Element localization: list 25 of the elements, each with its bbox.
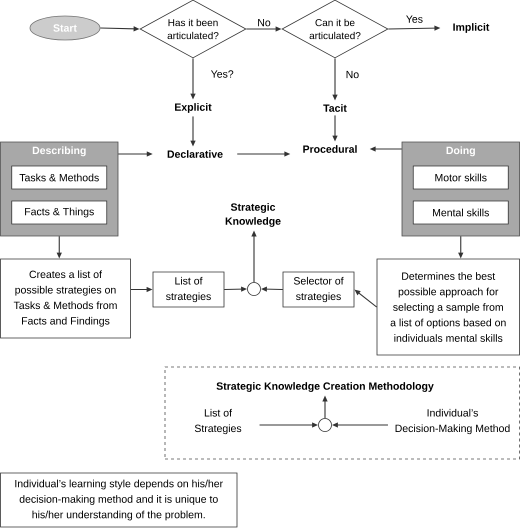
text-label: Declarative <box>168 150 223 158</box>
edge-label: No <box>344 69 361 80</box>
process-box: Tasks & Methods <box>11 166 108 190</box>
process-box: Motor skills <box>412 166 509 190</box>
process-box: Facts & Things <box>11 200 108 224</box>
text-label: Strategic Knowledge Creation Methodology <box>216 382 434 392</box>
edge-label: Yes <box>404 14 424 24</box>
text-label: Strategic Knowledge <box>226 203 281 227</box>
edge-label: No <box>256 17 272 28</box>
text-label: Explicit <box>175 103 212 113</box>
process-box: List of strategies <box>152 272 224 308</box>
edge-label: Yes? <box>209 68 236 80</box>
text-label: Individual’s Decision-Making Method <box>396 408 510 434</box>
dashed-frame <box>164 366 520 460</box>
junction-circle <box>318 418 332 432</box>
process-box: Individual’s learning style depends on his/her decision-making method and it is unique to his/her understanding of the problem. <box>0 472 238 528</box>
text-label: Procedural <box>303 145 357 153</box>
process-box: Mental skills <box>412 200 509 224</box>
junction-circle <box>247 282 261 296</box>
process-box: Determines the best possible approach for selecting a sample from a list of options based on individuals mental skills <box>376 258 520 356</box>
text-label: Tacit <box>323 104 347 112</box>
text-label: Implicit <box>453 23 490 33</box>
process-box: Creates a list of possible strategies on Tasks & Methods from Facts and Findings <box>0 258 131 338</box>
process-box: Selector of strategies <box>282 272 354 308</box>
text-label: List of Strategies <box>194 408 242 434</box>
